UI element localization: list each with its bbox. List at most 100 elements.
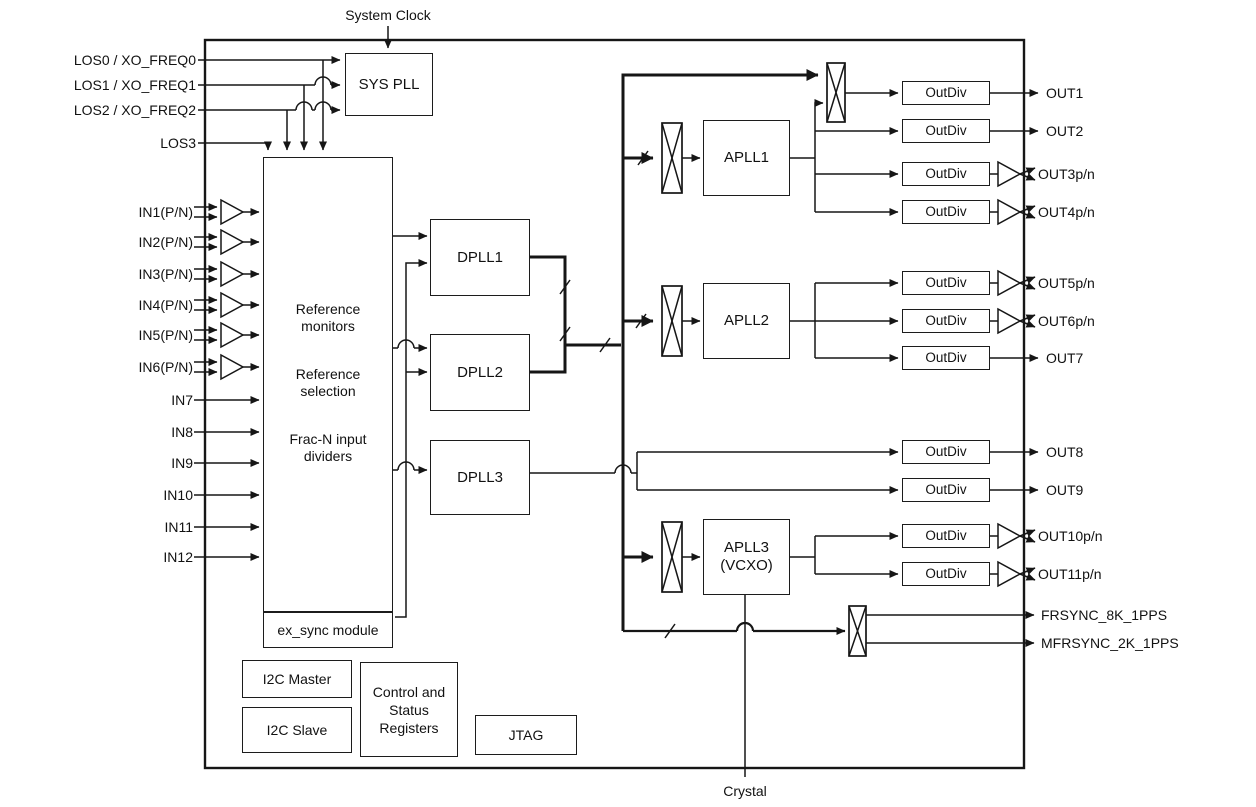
control-status-registers-block: Control and Status Registers	[360, 662, 458, 757]
los2-label: LOS2 / XO_FREQ2	[73, 102, 196, 118]
i2c-slave-label: I2C Slave	[266, 722, 328, 738]
dpll2-block: DPLL2	[430, 334, 530, 411]
fracn-dividers-label: Frac-N input dividers	[289, 431, 367, 464]
output-buffer-icon-out5pn	[997, 269, 1022, 297]
input-label-in5pn: IN5(P/N)	[138, 327, 193, 343]
input-buffer-icon-in4pn	[220, 291, 245, 319]
input-buffer-icon-in3pn	[220, 260, 245, 288]
outdiv-block-out10pn: OutDiv	[902, 524, 990, 548]
apll3-block: APLL3 (VCXO)	[703, 519, 790, 595]
control-status-registers-label: Control and Status Registers	[372, 683, 446, 736]
outdiv-block-out7: OutDiv	[902, 346, 990, 370]
output-wire-p-out3pn	[1019, 167, 1036, 175]
crossbar-apll1	[661, 122, 683, 194]
outdiv-block-out4pn: OutDiv	[902, 200, 990, 224]
apll3-output-wires	[790, 532, 899, 578]
output-label-out4pn: OUT4p/n	[1038, 204, 1095, 220]
output-wire-p-out6pn	[1019, 314, 1036, 322]
input-label-in6pn: IN6(P/N)	[138, 359, 193, 375]
output-label-out9: OUT9	[1046, 482, 1084, 498]
output-label-out8: OUT8	[1046, 444, 1084, 460]
generated-io-wires	[194, 89, 1039, 647]
apll2-label: APLL2	[723, 312, 770, 329]
apll2-output-wires	[790, 279, 899, 362]
output-label-out3pn: OUT3p/n	[1038, 166, 1095, 182]
dpll3-label: DPLL3	[457, 468, 503, 486]
input-label-in12: IN12	[163, 549, 193, 565]
crossbar-out1	[826, 62, 846, 123]
dpll-output-bus	[530, 69, 846, 639]
output-label-out11pn: OUT11p/n	[1038, 566, 1102, 582]
sync-output-label-frsync8k1pps: FRSYNC_8K_1PPS	[1041, 607, 1168, 623]
crossbar-frsync	[848, 605, 867, 657]
los3-label: LOS3	[160, 135, 196, 151]
output-label-out1: OUT1	[1046, 85, 1084, 101]
dpll-input-wires	[393, 232, 428, 618]
output-buffer-icon-out4pn	[997, 198, 1022, 226]
output-wire-n-out4pn	[1019, 211, 1036, 219]
output-buffer-icon-out11pn	[997, 560, 1022, 588]
outdiv-block-out8: OutDiv	[902, 440, 990, 464]
output-wire-p-out4pn	[1019, 205, 1036, 213]
input-label-in11: IN11	[164, 519, 193, 535]
output-wire-n-out6pn	[1019, 320, 1036, 328]
apll3-label: APLL3 (VCXO)	[720, 539, 773, 574]
outdiv-block-out3pn: OutDiv	[902, 162, 990, 186]
los-wires	[198, 56, 341, 151]
reference-monitors-label: Reference monitors	[295, 301, 361, 334]
dpll3-output-wires	[530, 448, 899, 494]
output-wire-n-out11pn	[1019, 573, 1036, 581]
output-wire-p-out11pn	[1019, 567, 1036, 575]
i2c-slave-block: I2C Slave	[242, 707, 352, 753]
input-label-in3pn: IN3(P/N)	[138, 266, 193, 282]
input-buffer-icon-in2pn	[220, 228, 245, 256]
input-buffer-icon-in1pn	[220, 198, 245, 226]
input-label-in8: IN8	[171, 424, 193, 440]
apll1-output-wires	[790, 89, 899, 216]
crossbar-switches	[661, 62, 867, 657]
output-label-out7: OUT7	[1046, 350, 1084, 366]
apll-input-wires	[682, 154, 701, 561]
input-label-in1pn: IN1(P/N)	[138, 204, 193, 220]
outdiv-block-out1: OutDiv	[902, 81, 990, 105]
outdiv-block-out6pn: OutDiv	[902, 309, 990, 333]
output-label-out5pn: OUT5p/n	[1038, 275, 1095, 291]
output-buffer-icon-out6pn	[997, 307, 1022, 335]
input-label-in10: IN10	[163, 487, 193, 503]
dpll2-label: DPLL2	[457, 363, 503, 381]
dpll3-block: DPLL3	[430, 440, 530, 515]
output-wire-n-out3pn	[1019, 173, 1036, 181]
i2c-master-block: I2C Master	[242, 660, 352, 698]
ex-sync-module-block: ex_sync module	[263, 612, 393, 648]
i2c-master-label: I2C Master	[262, 671, 332, 687]
outdiv-block-out11pn: OutDiv	[902, 562, 990, 586]
crossbar-apll2	[661, 285, 683, 357]
input-buffer-icon-in6pn	[220, 353, 245, 381]
output-buffer-icon-out3pn	[997, 160, 1022, 188]
output-wire-p-out5pn	[1019, 276, 1036, 284]
output-wire-p-out10pn	[1019, 529, 1036, 537]
jtag-label: JTAG	[508, 727, 544, 743]
dpll1-block: DPLL1	[430, 219, 530, 296]
reference-selection-label: Reference selection	[295, 366, 361, 399]
output-wire-n-out5pn	[1019, 282, 1036, 290]
reference-block: Reference monitors Reference selection F…	[263, 157, 393, 612]
output-label-out2: OUT2	[1046, 123, 1084, 139]
input-label-in4pn: IN4(P/N)	[138, 297, 193, 313]
output-label-out10pn: OUT10p/n	[1038, 528, 1103, 544]
crystal-label: Crystal	[723, 783, 767, 799]
input-buffer-icon-in5pn	[220, 321, 245, 349]
sync-output-label-mfrsync2k1pps: MFRSYNC_2K_1PPS	[1041, 635, 1179, 651]
outdiv-block-out2: OutDiv	[902, 119, 990, 143]
outdiv-block-out9: OutDiv	[902, 478, 990, 502]
system-clock-label: System Clock	[345, 7, 431, 23]
input-label-in7: IN7	[171, 392, 193, 408]
apll1-label: APLL1	[723, 149, 770, 166]
apll1-block: APLL1	[703, 120, 790, 196]
chip-boundary	[203, 38, 1026, 770]
dpll1-label: DPLL1	[457, 248, 503, 266]
jtag-block: JTAG	[475, 715, 577, 755]
sys-pll-block: SYS PLL	[345, 53, 433, 116]
output-buffer-icon-out10pn	[997, 522, 1022, 550]
